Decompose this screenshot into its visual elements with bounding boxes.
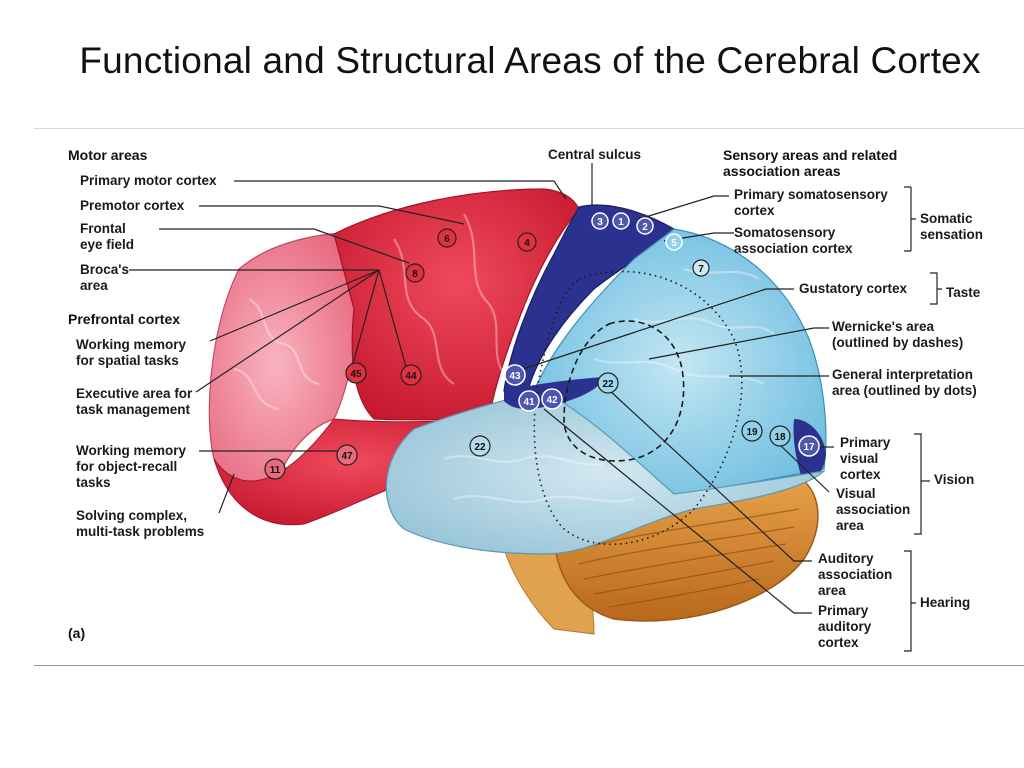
svg-text:6: 6 — [444, 234, 450, 245]
label-primary-auditory: Primary auditory cortex — [818, 603, 872, 650]
badge-22-upper: 22 — [597, 372, 619, 394]
svg-text:18: 18 — [774, 432, 786, 443]
label-working-memory-object: Working memory for object-recall tasks — [76, 443, 187, 490]
label-primary-somatosensory: Primary somatosensory cortex — [734, 187, 888, 218]
label-executive-area: Executive area for task management — [76, 386, 193, 417]
svg-text:3: 3 — [597, 217, 603, 228]
panel-label: (a) — [68, 625, 86, 641]
badge-45: 45 — [345, 362, 367, 384]
label-premotor-cortex: Premotor cortex — [80, 198, 185, 213]
svg-text:5: 5 — [671, 238, 677, 249]
sensory-areas-header: Sensory areas and related association ar… — [723, 147, 898, 179]
svg-text:8: 8 — [412, 269, 418, 280]
label-wernickes-area: Wernicke's area (outlined by dashes) — [832, 319, 964, 350]
svg-text:2: 2 — [642, 222, 648, 233]
motor-region — [333, 188, 580, 421]
svg-text:47: 47 — [341, 451, 353, 462]
svg-text:22: 22 — [602, 379, 614, 390]
group-vision: Vision — [934, 472, 975, 487]
label-somatosensory-association: Somatosensory association cortex — [734, 225, 853, 256]
svg-text:41: 41 — [523, 397, 535, 408]
badge-47: 47 — [336, 444, 358, 466]
badge-1: 1 — [612, 212, 630, 230]
badge-44: 44 — [400, 364, 422, 386]
wernicke-outline — [563, 320, 685, 462]
svg-text:1: 1 — [618, 217, 624, 228]
label-working-memory-spatial: Working memory for spatial tasks — [76, 337, 187, 368]
svg-text:44: 44 — [405, 371, 417, 382]
svg-text:22: 22 — [474, 442, 486, 453]
group-taste: Taste — [946, 285, 981, 300]
badge-5: 5 — [665, 233, 683, 251]
prefrontal-cortex-header: Prefrontal cortex — [68, 311, 181, 327]
badge-7: 7 — [692, 259, 710, 277]
badge-17: 17 — [798, 435, 820, 457]
badge-2: 2 — [636, 217, 654, 235]
temporal-lobe — [385, 390, 826, 555]
svg-text:45: 45 — [350, 369, 362, 380]
label-visual-association: Visual association area — [836, 486, 911, 533]
group-hearing: Hearing — [920, 595, 971, 610]
brodmann-badges: 3 1 2 5 7 6 4 8 45 44 43 41 42 22 22 19 … — [264, 212, 820, 480]
svg-text:19: 19 — [746, 427, 758, 438]
badge-11: 11 — [264, 458, 286, 480]
badge-43: 43 — [504, 364, 526, 386]
general-interpretation-outline — [533, 270, 743, 546]
label-brocas-area: Broca's area — [80, 262, 129, 293]
label-solving-complex: Solving complex, multi-task problems — [76, 508, 205, 539]
badge-42: 42 — [541, 388, 563, 410]
svg-text:7: 7 — [698, 264, 704, 275]
label-auditory-association: Auditory association area — [818, 551, 893, 598]
badge-6: 6 — [437, 228, 457, 248]
group-somatic-sensation: Somatic sensation — [920, 211, 984, 242]
badge-3: 3 — [591, 212, 609, 230]
slide-title: Functional and Structural Areas of the C… — [79, 40, 981, 81]
badge-18: 18 — [769, 425, 791, 447]
leader-lines — [129, 163, 942, 652]
motor-areas-header: Motor areas — [68, 147, 148, 163]
svg-text:42: 42 — [546, 395, 558, 406]
brain-diagram-figure: 3 1 2 5 7 6 4 8 45 44 43 41 42 22 22 19 … — [34, 128, 1024, 666]
badge-22-temporal: 22 — [469, 435, 491, 457]
svg-text:17: 17 — [803, 442, 815, 453]
label-frontal-eye-field: Frontal eye field — [80, 221, 135, 252]
badge-19: 19 — [741, 420, 763, 442]
label-primary-motor-cortex: Primary motor cortex — [80, 173, 217, 188]
badge-4: 4 — [517, 232, 537, 252]
label-primary-visual-cortex: Primary visual cortex — [840, 435, 891, 482]
badge-41: 41 — [518, 390, 540, 412]
badge-8: 8 — [405, 263, 425, 283]
svg-text:43: 43 — [509, 371, 521, 382]
svg-text:11: 11 — [270, 465, 281, 476]
label-gustatory-cortex: Gustatory cortex — [799, 281, 908, 296]
label-general-interpretation: General interpretation area (outlined by… — [832, 367, 977, 398]
label-central-sulcus: Central sulcus — [548, 147, 642, 162]
svg-text:4: 4 — [524, 238, 530, 249]
brain-illustration: 3 1 2 5 7 6 4 8 45 44 43 41 42 22 22 19 … — [129, 163, 942, 652]
